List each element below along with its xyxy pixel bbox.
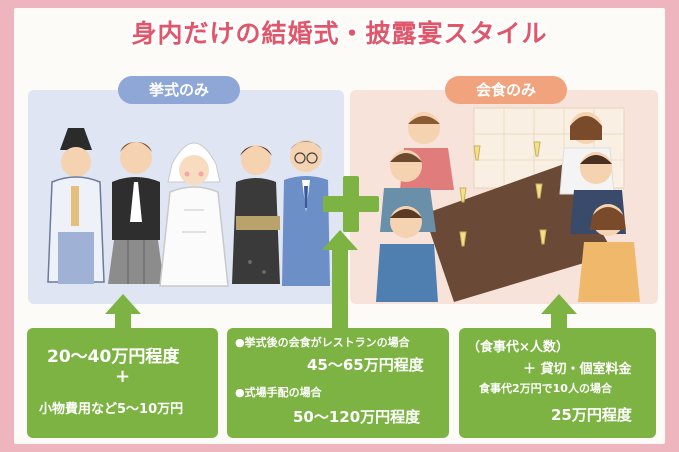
page-title: 身内だけの結婚式・披露宴スタイル <box>131 19 548 48</box>
ceremony-cost-extra: 小物費用など5～10万円 <box>39 402 184 417</box>
bride-figure <box>159 142 229 287</box>
restaurant-case-label: ●挙式後の会食がレストランの場合 <box>235 336 410 349</box>
dinner-party-illustration <box>376 107 640 302</box>
ceremony-cost-box: 20～40万円程度 + 小物費用など5～10万円 <box>27 328 218 438</box>
dinner-cost-box: （食事代×人数） ＋ 貸切・個室料金 食事代2万円で10人の場合 25万円程度 <box>459 328 656 438</box>
mother-figure <box>232 145 280 284</box>
dinner-example-price: 25万円程度 <box>551 406 632 424</box>
father-figure <box>282 140 330 286</box>
venue-case-label: ●式場手配の場合 <box>235 386 322 399</box>
plus-icon <box>323 176 379 232</box>
dinner-only-label: 会食のみ <box>445 76 567 104</box>
ceremony-dinner-cost-box: ●挙式後の会食がレストランの場合 45～65万円程度 ●式場手配の場合 50～1… <box>227 328 449 438</box>
dinner-example-label: 食事代2万円で10人の場合 <box>479 382 612 395</box>
ceremony-only-label: 挙式のみ <box>118 76 240 104</box>
priest-figure <box>47 128 105 284</box>
venue-case-price: 50～120万円程度 <box>293 408 421 426</box>
infographic-canvas: 身内だけの結婚式・披露宴スタイル 挙式のみ 会食のみ <box>14 8 665 444</box>
dinner-formula-line1: （食事代×人数） <box>467 340 569 355</box>
ceremony-cost-plus: + <box>115 366 131 387</box>
ceremony-cost-main: 20～40万円程度 <box>47 347 180 367</box>
groom-figure <box>108 142 164 284</box>
ceremony-people-illustration <box>47 128 330 287</box>
restaurant-case-price: 45～65万円程度 <box>307 356 424 374</box>
dinner-formula-line2: ＋ 貸切・個室料金 <box>523 362 632 377</box>
